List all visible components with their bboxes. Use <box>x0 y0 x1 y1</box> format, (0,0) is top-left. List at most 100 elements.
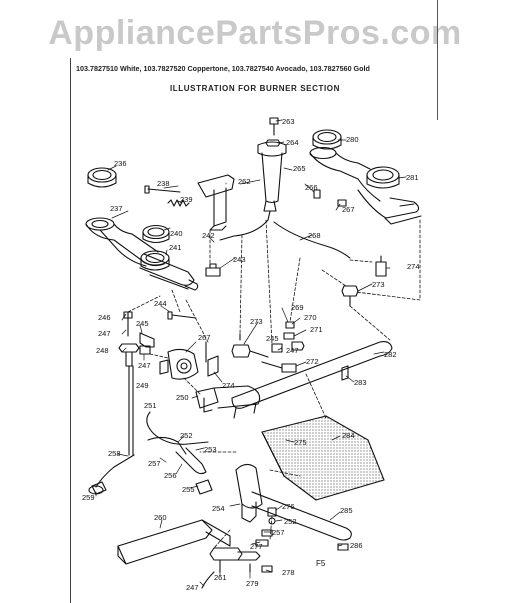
manifold-285 <box>251 491 352 541</box>
burner-tube-254 <box>235 463 263 523</box>
callout-276: 276 <box>282 502 295 511</box>
callout-268: 268 <box>308 231 321 240</box>
diagram-title: ILLUSTRATION FOR BURNER SECTION <box>169 84 340 93</box>
callout-247c: 247 <box>286 346 299 355</box>
valve-273-right <box>341 285 359 307</box>
callout-243: 243 <box>233 255 246 264</box>
callout-252b: 252 <box>284 517 297 526</box>
valve-274 <box>205 341 219 377</box>
bracket-262 <box>197 174 235 231</box>
callout-261: 261 <box>214 573 227 582</box>
screw-257-lower <box>261 529 273 537</box>
callout-257b: 257 <box>272 528 285 537</box>
callout-244: 244 <box>154 299 167 308</box>
tube-250 <box>195 385 261 413</box>
burner-assembly-left <box>85 217 199 291</box>
wire-247-bottom <box>201 571 215 589</box>
callout-248: 248 <box>96 346 109 355</box>
callout-247d: 247 <box>186 583 199 592</box>
page-edge-line <box>437 0 439 120</box>
callout-249: 249 <box>136 381 149 390</box>
wire-268 <box>219 219 351 259</box>
callout-263: 263 <box>282 117 295 126</box>
callout-265: 265 <box>293 164 306 173</box>
callout-278: 278 <box>282 568 295 577</box>
fitting-245 <box>139 332 155 355</box>
callout-274: 274 <box>222 381 235 390</box>
valve-265 <box>257 141 287 221</box>
bracket-283 <box>341 365 349 381</box>
nut-264 <box>265 139 281 147</box>
burner-cap-281 <box>366 166 400 189</box>
callout-262: 262 <box>238 177 251 186</box>
regulator-267 <box>159 348 199 380</box>
callout-273b: 273 <box>372 280 385 289</box>
callout-273: 273 <box>250 317 263 326</box>
callout-279: 279 <box>246 579 259 588</box>
burner-cap-241 <box>140 250 170 271</box>
page-margin-line <box>70 58 72 603</box>
callout-245: 245 <box>136 319 149 328</box>
burner-cap-236 <box>87 167 117 188</box>
callout-281: 281 <box>406 173 419 182</box>
callout-240: 240 <box>170 229 183 238</box>
burner-cap-280 <box>312 129 342 150</box>
callout-264: 264 <box>286 138 299 147</box>
callout-267b: 267 <box>198 333 211 342</box>
callout-258: 258 <box>108 449 121 458</box>
valve-261-279 <box>209 547 261 573</box>
screw-263 <box>269 117 279 136</box>
callout-254: 254 <box>212 504 225 513</box>
callout-270: 270 <box>304 313 317 322</box>
fitting-272 <box>261 361 297 373</box>
callout-284: 284 <box>342 431 355 440</box>
callout-labels: 236 237 238 239 240 241 242 243 244 245 … <box>82 117 420 592</box>
model-numbers: 103.7827510 White, 103.7827520 Copperton… <box>76 64 370 73</box>
callout-237: 237 <box>110 204 123 213</box>
callout-277: 277 <box>250 542 263 551</box>
callout-285: 285 <box>340 506 353 515</box>
callout-283: 283 <box>354 378 367 387</box>
valve-column-left <box>118 311 140 456</box>
watermark: AppliancePartsPros.com <box>48 14 462 52</box>
valve-273-center <box>231 333 269 358</box>
callout-259: 259 <box>82 493 95 502</box>
manifold-282 <box>231 341 393 419</box>
valve-274-right <box>375 255 387 277</box>
base-260 <box>117 519 231 565</box>
callout-247b: 247 <box>138 361 151 370</box>
callout-257: 257 <box>148 459 161 468</box>
callout-282: 282 <box>384 350 397 359</box>
callout-255: 255 <box>182 485 195 494</box>
callout-245b: 245 <box>266 334 279 343</box>
callout-236: 236 <box>114 159 127 168</box>
lead-251 <box>146 411 209 445</box>
bolt-286 <box>337 543 349 551</box>
callout-260: 260 <box>154 513 167 522</box>
screw-266 <box>313 189 321 199</box>
screw-238 <box>144 185 181 194</box>
burner-assembly-right <box>309 146 422 225</box>
callout-275: 275 <box>294 438 307 447</box>
screw-244 <box>167 311 197 320</box>
callout-274b: 274 <box>407 262 420 271</box>
callout-271: 271 <box>310 325 323 334</box>
callout-241: 241 <box>169 243 182 252</box>
leader-lines <box>95 119 407 587</box>
callout-238: 238 <box>157 179 170 188</box>
callout-247: 247 <box>98 329 111 338</box>
callout-280: 280 <box>346 135 359 144</box>
screw-267-right <box>337 199 347 207</box>
heat-shield-284 <box>261 415 385 501</box>
callout-251: 251 <box>144 401 157 410</box>
callout-239: 239 <box>180 195 193 204</box>
callout-286: 286 <box>350 541 363 550</box>
spring-239 <box>167 199 190 207</box>
callout-269: 269 <box>291 303 304 312</box>
callout-267: 267 <box>342 205 355 214</box>
callout-242: 242 <box>202 231 215 240</box>
clip-243 <box>205 263 221 277</box>
alignment-lines <box>127 219 421 549</box>
callout-253: 253 <box>204 445 217 454</box>
